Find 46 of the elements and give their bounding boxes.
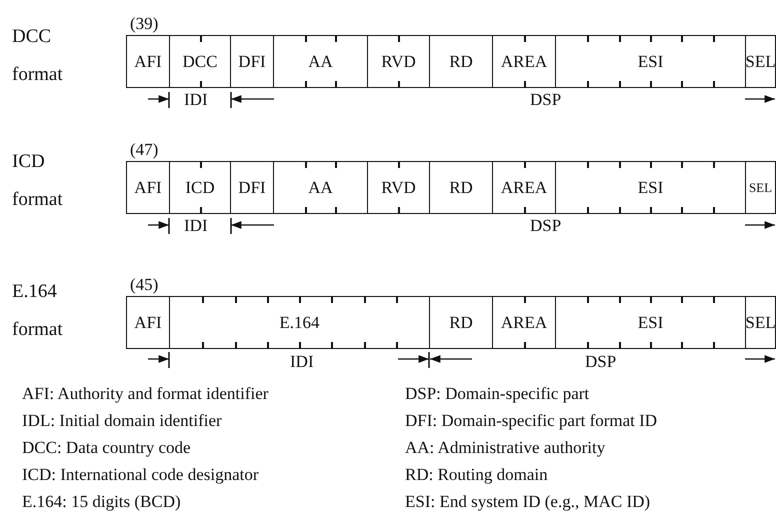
field-cell: RD xyxy=(429,35,493,88)
span-label: DSP xyxy=(585,352,616,372)
field-cell: AFI xyxy=(126,161,170,214)
row-label: E.164 format xyxy=(12,280,64,342)
definition-text: ESI: End system ID (e.g., MAC ID) xyxy=(405,492,650,512)
span-label: IDI xyxy=(290,352,314,372)
length-label: (39) xyxy=(130,14,158,34)
field-cell: ESI xyxy=(555,161,746,214)
field-cell: RD xyxy=(429,296,493,349)
span-label: DSP xyxy=(530,90,562,110)
definition-text: AFI: Authority and format identifier xyxy=(22,384,268,404)
field-cell: DFI xyxy=(230,35,274,88)
field-cell: DCC xyxy=(169,35,231,88)
row-label: ICD format xyxy=(12,150,64,212)
definition-text: ICD: International code designator xyxy=(22,465,259,485)
length-label: (47) xyxy=(130,140,158,160)
row-label: DCC format xyxy=(12,25,64,87)
definition-text: IDL: Initial domain identifier xyxy=(22,411,222,431)
field-cell: AREA xyxy=(492,161,556,214)
field-cell: AREA xyxy=(492,35,556,88)
field-cell: ICD xyxy=(169,161,231,214)
field-cell: ESI xyxy=(555,296,746,349)
field-cell: SEL xyxy=(745,161,776,214)
field-cell: AA xyxy=(273,161,368,214)
field-cell: SEL xyxy=(745,35,776,88)
field-cell: AFI xyxy=(126,35,170,88)
length-label: (45) xyxy=(130,275,158,295)
span-label: IDI xyxy=(184,90,208,110)
field-cell: AREA xyxy=(492,296,556,349)
field-cell: ESI xyxy=(555,35,746,88)
field-cell: SEL xyxy=(745,296,776,349)
definition-text: DSP: Domain-specific part xyxy=(405,384,590,404)
field-cell: AFI xyxy=(126,296,170,349)
field-cell: E.164 xyxy=(169,296,430,349)
definition-text: DCC: Data country code xyxy=(22,438,191,458)
field-cell: RD xyxy=(429,161,493,214)
field-cell: AA xyxy=(273,35,368,88)
definition-text: E.164: 15 digits (BCD) xyxy=(22,492,181,512)
definition-text: RD: Routing domain xyxy=(405,465,548,485)
field-cell: RVD xyxy=(367,161,430,214)
span-label: DSP xyxy=(530,216,562,236)
field-cell: RVD xyxy=(367,35,430,88)
definition-text: DFI: Domain-specific part format ID xyxy=(405,411,658,431)
definition-text: AA: Administrative authority xyxy=(405,438,606,458)
span-label: IDI xyxy=(184,216,208,236)
field-cell: DFI xyxy=(230,161,274,214)
